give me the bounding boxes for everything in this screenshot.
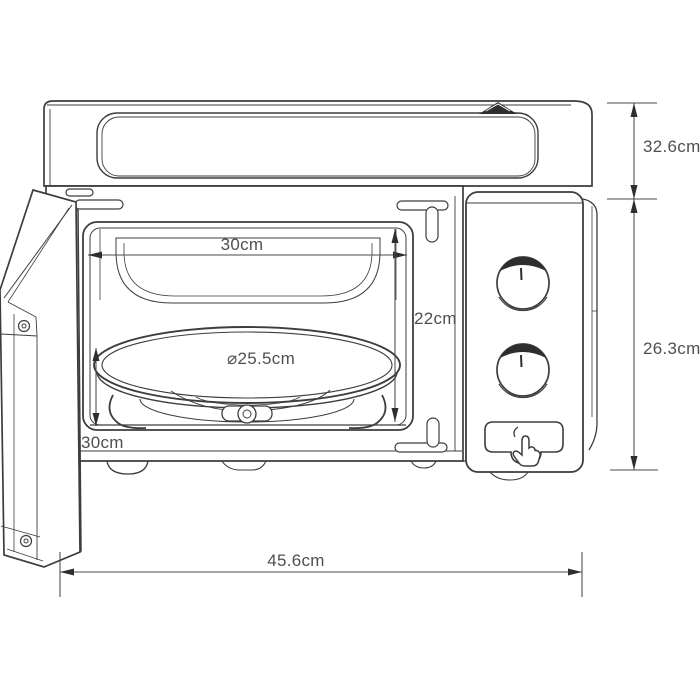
- latch-slot-left: [74, 199, 124, 210]
- roller-guide-left: [108, 394, 147, 430]
- dim-upper-section-label: 32.6cm: [643, 137, 700, 156]
- turntable-plate-rim: [93, 326, 401, 404]
- knob-top-skirt: [498, 296, 548, 312]
- door-screw-top-center: [21, 323, 27, 329]
- dim-interior-height-label: 22cm: [414, 309, 457, 328]
- dim-interior-width-label: 30cm: [221, 235, 264, 254]
- turntable-hub-center: [242, 409, 252, 419]
- foot-center: [221, 460, 267, 471]
- latch-slot-bottom-bar: [394, 442, 448, 453]
- top-recess-inner-line: [101, 116, 536, 177]
- door-screw-top: [17, 319, 31, 333]
- press-finger-hand: [512, 435, 541, 467]
- foot-left: [106, 460, 149, 475]
- foot-under-panel: [489, 471, 529, 481]
- knob-top-shading: [500, 257, 546, 271]
- turntable-diameter-label: ⌀25.5cm: [227, 349, 295, 368]
- latch-slot-bottom-stem: [426, 417, 440, 448]
- vent-triangle-icon: [479, 102, 517, 114]
- door-bottom-block-line: [0, 525, 41, 538]
- dim-interior-width: 30cm: [88, 235, 407, 259]
- turntable-hub: [237, 404, 257, 424]
- cavity-back-wall: [115, 237, 381, 304]
- turntable: [93, 326, 401, 430]
- body-right-side: [582, 198, 598, 451]
- dim-overall-width-label: 45.6cm: [267, 551, 325, 570]
- roller-guide-right: [348, 394, 387, 430]
- latch-slot-top-bar: [396, 200, 449, 211]
- control-panel-face: [465, 191, 584, 473]
- knob-bottom-pointer: [520, 354, 523, 368]
- knob-top: [496, 256, 550, 312]
- dim-lower-section: 26.3cm: [610, 199, 700, 471]
- vent-triangle-detail: [485, 103, 511, 112]
- cavity-back-wall-inner: [123, 243, 373, 297]
- press-finger-tap-arc: [513, 426, 519, 438]
- microwave-top-face: [43, 100, 593, 187]
- foot-right: [410, 460, 437, 469]
- dim-upper-section: 32.6cm: [607, 102, 700, 200]
- knob-bottom-shading: [500, 344, 546, 358]
- knob-top-pointer: [520, 267, 523, 281]
- hinge-slot: [65, 188, 94, 197]
- knob-top-body: [496, 256, 550, 310]
- dim-interior-depth: 30cm: [81, 348, 124, 452]
- door-bottom-edge-line: [6, 548, 44, 562]
- knob-bottom: [496, 343, 550, 399]
- door-screw-bottom: [19, 534, 33, 548]
- right-side-edge: [582, 198, 598, 451]
- open-door: [0, 188, 82, 568]
- door-outline: [0, 188, 81, 568]
- dim-interior-depth-label: 30cm: [81, 433, 124, 452]
- dimension-annotations: 30cm 22cm 30cm ⌀25.5cm 45.6cm: [59, 102, 700, 597]
- door-screw-bottom-center: [23, 538, 29, 544]
- knob-bottom-skirt: [498, 383, 548, 399]
- turntable-plate-inner-rim: [101, 331, 393, 399]
- dim-lower-section-label: 26.3cm: [643, 339, 700, 358]
- latch-slot-top-stem: [425, 206, 439, 243]
- door-top-band-line-2: [7, 207, 70, 303]
- press-finger-icon: [512, 426, 541, 467]
- top-recess-panel: [96, 112, 539, 179]
- dim-overall-width: 45.6cm: [59, 551, 583, 597]
- control-panel: [465, 191, 584, 481]
- dim-interior-height: 22cm: [391, 229, 457, 422]
- knob-bottom-body: [496, 343, 550, 397]
- door-corner-block: [0, 301, 38, 337]
